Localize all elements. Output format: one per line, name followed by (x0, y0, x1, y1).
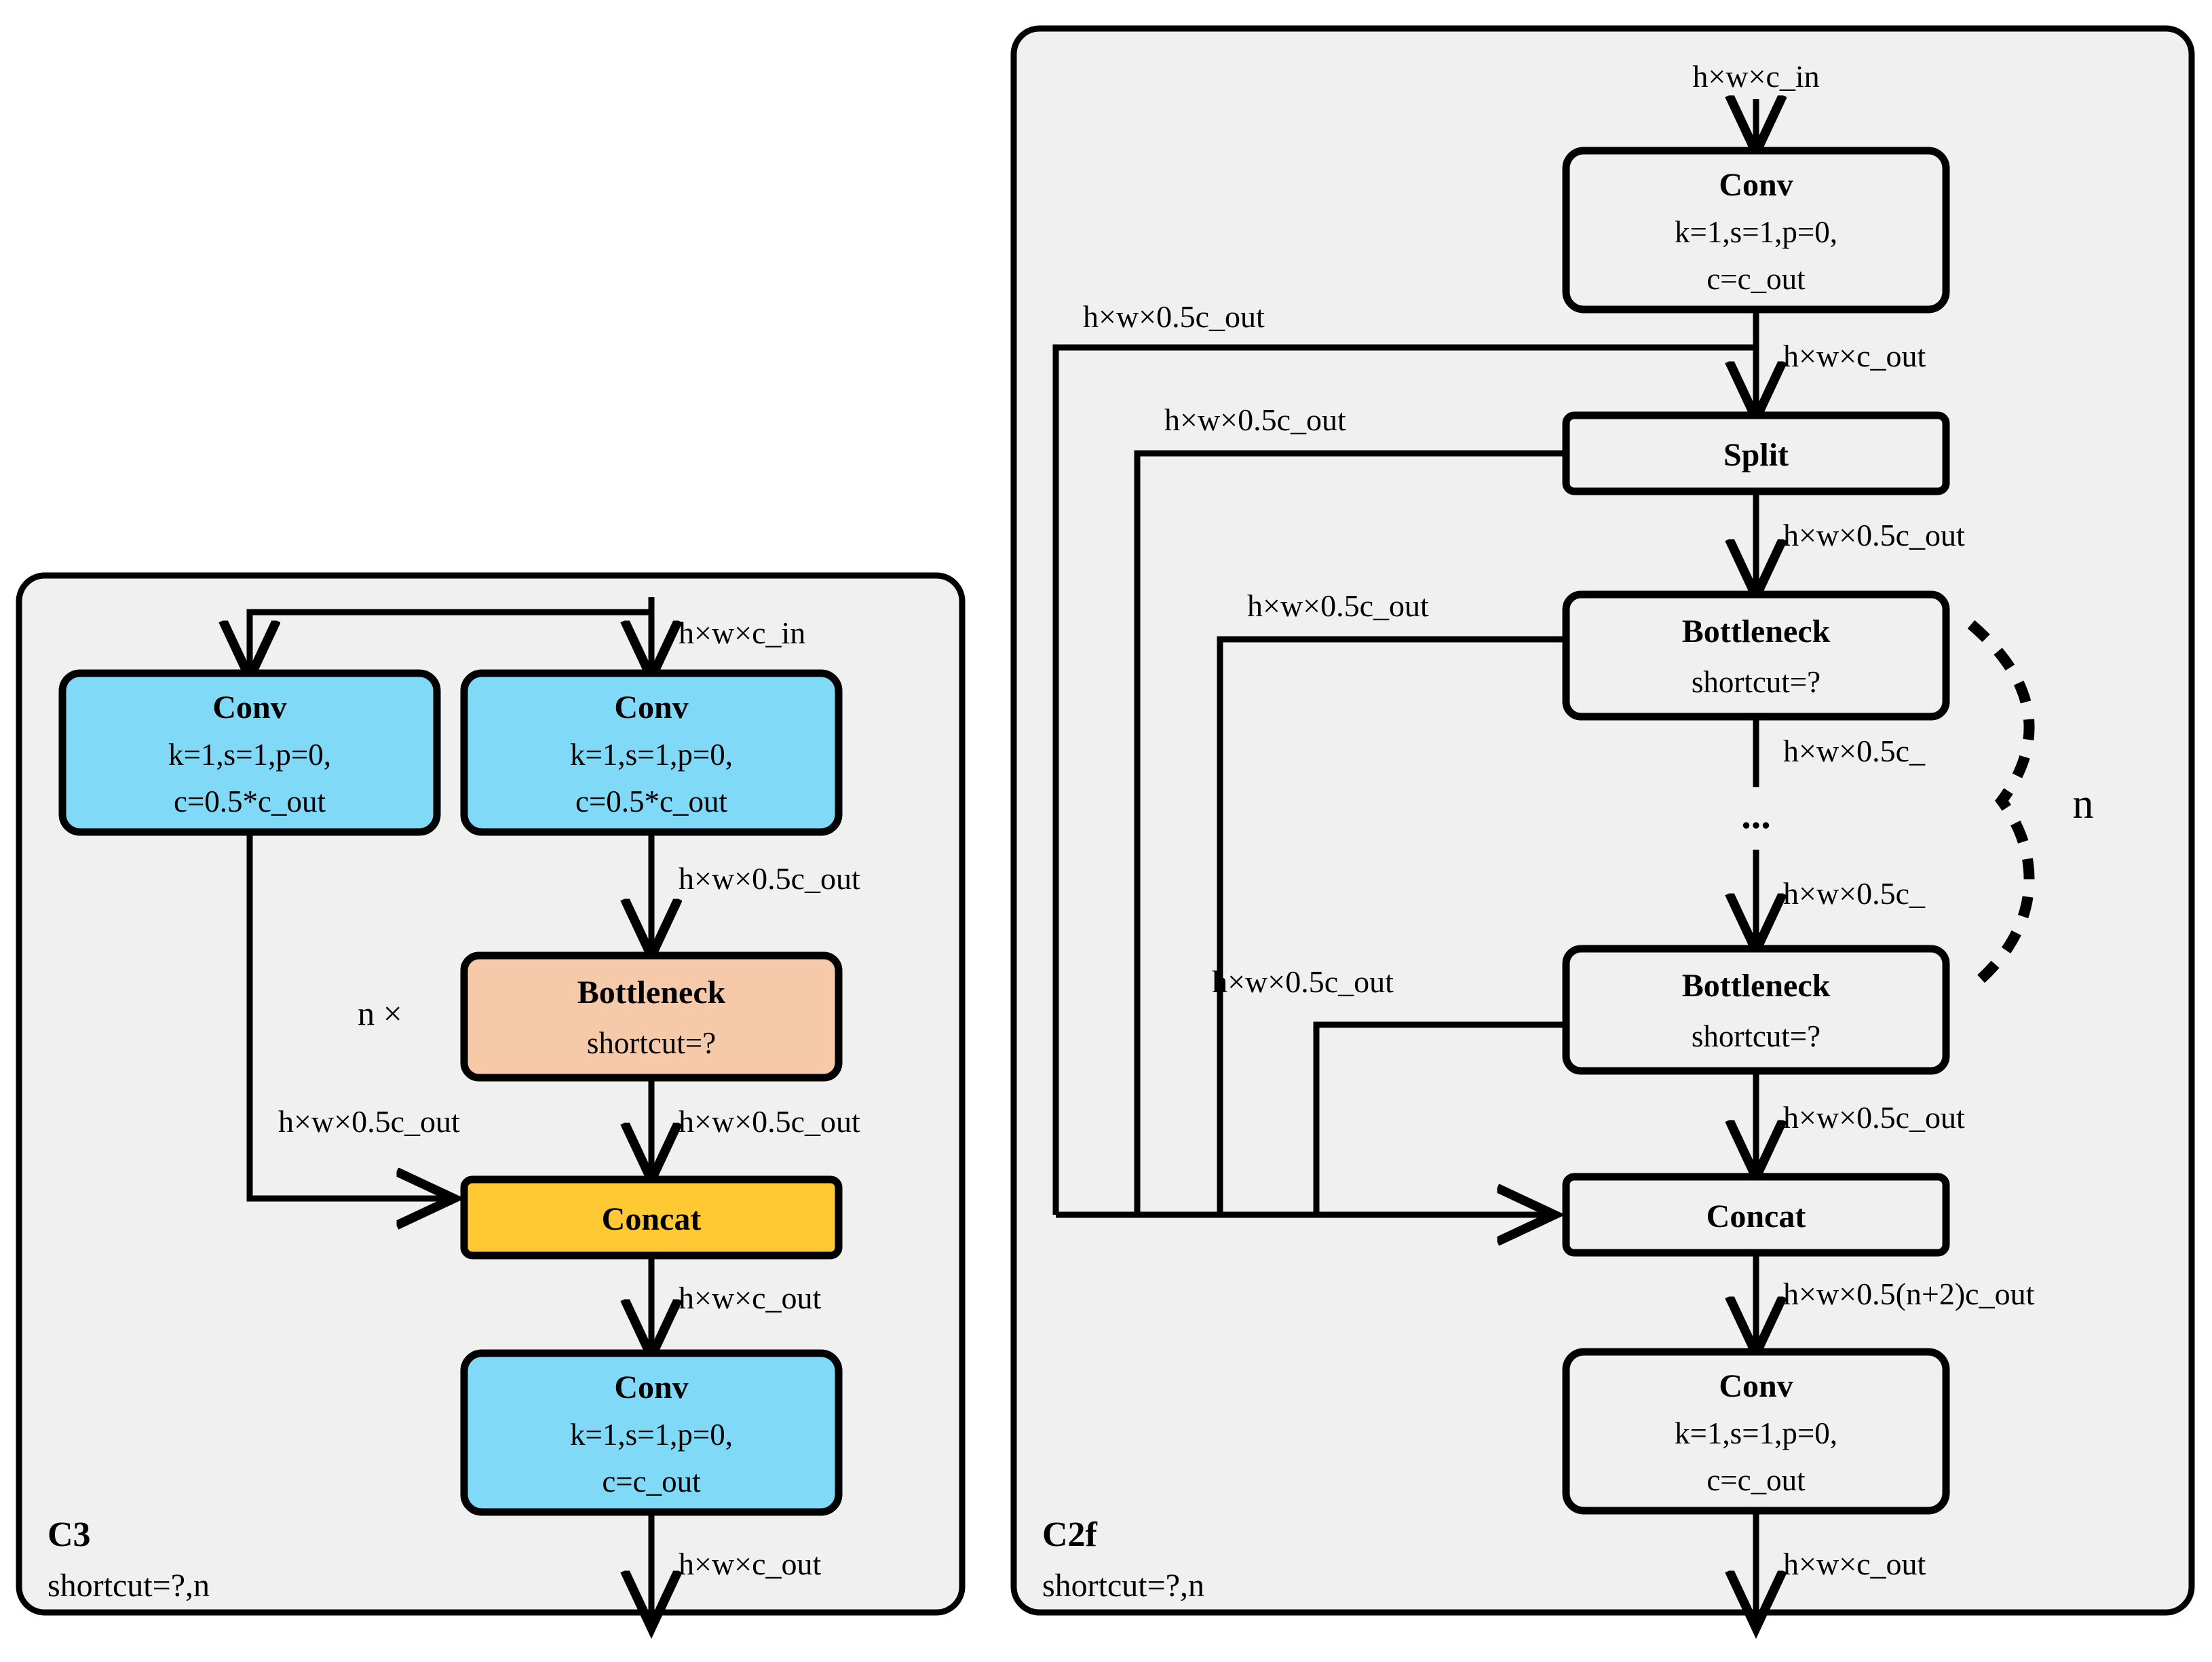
c3-edge-label-skip: h×w×0.5c_out (278, 1104, 460, 1139)
c2f-skip-rail-4 (1313, 1021, 1566, 1215)
node-c3-concat: Concat (460, 1175, 843, 1260)
node-c2f-conv-in: Conv k=1,s=1,p=0, c=c_out (1562, 147, 1950, 314)
node-c3-conv-right: Conv k=1,s=1,p=0, c=0.5*c_out (460, 669, 843, 836)
node-c2f-conv-in-line-1: k=1,s=1,p=0, (1675, 215, 1837, 249)
c2f-edge-label-conv-out: h×w×c_out (1783, 339, 1926, 373)
c2f-edge-label-skip-1: h×w×0.5c_out (1083, 299, 1265, 334)
c2f-edge-label-input: h×w×c_in (1692, 59, 1819, 94)
c3-edge-label-conv-bottleneck: h×w×0.5c_out (679, 861, 860, 896)
c2f-edge-label-mid-1: h×w×0.5c_ (1783, 734, 1926, 768)
node-c2f-concat-title: Concat (1706, 1198, 1806, 1234)
node-c3-conv-out-line-2: c=c_out (602, 1465, 701, 1498)
panel-c2f-name: C2f (1042, 1515, 1098, 1554)
node-c3-conv-left-line-1: k=1,s=1,p=0, (168, 738, 331, 772)
c2f-skip-rail-3 (1217, 636, 1566, 1215)
c2f-skip-rail-2 (1134, 450, 1566, 1215)
c2f-edge-label-skip-3: h×w×0.5c_out (1247, 588, 1429, 623)
c3-edge-label-output: h×w×c_out (679, 1547, 822, 1581)
node-c2f-conv-out-line-1: k=1,s=1,p=0, (1675, 1416, 1837, 1450)
c3-edge-label-bottleneck-concat: h×w×0.5c_out (679, 1104, 860, 1139)
node-c3-conv-left: Conv k=1,s=1,p=0, c=0.5*c_out (58, 669, 441, 836)
node-c3-conv-right-title: Conv (614, 690, 688, 725)
node-c3-conv-out: Conv k=1,s=1,p=0, c=c_out (460, 1349, 843, 1516)
c3-repeat-label: n × (358, 994, 402, 1032)
node-c2f-bottleneck-1: Bottleneck shortcut=? (1562, 590, 1950, 721)
panel-c3: h×w×c_in Conv k=1,s=1,p=0, c=0.5*c_out C… (16, 572, 966, 1622)
node-c2f-bottleneck-n-title: Bottleneck (1682, 968, 1831, 1004)
panel-c2f: h×w×c_in Conv k=1,s=1,p=0, c=c_out h×w×c… (1010, 25, 2195, 1622)
node-c3-concat-title: Concat (602, 1201, 702, 1237)
node-c2f-conv-out-title: Conv (1719, 1368, 1793, 1404)
node-c3-conv-out-title: Conv (614, 1370, 688, 1405)
node-c2f-concat: Concat (1562, 1173, 1950, 1257)
c3-input-edges (250, 597, 651, 672)
c2f-edge-label-bottleneckn-out: h×w×0.5c_out (1783, 1100, 1965, 1135)
node-c2f-split-title: Split (1723, 437, 1789, 473)
c2f-repeat-brace (1967, 620, 2035, 992)
c2f-ellipsis: ... (1741, 793, 1771, 837)
node-c2f-conv-out: Conv k=1,s=1,p=0, c=c_out (1562, 1348, 1950, 1515)
c2f-skip-rail-1 (1052, 344, 1756, 1215)
node-c3-bottleneck-line-1: shortcut=? (587, 1026, 716, 1060)
c2f-edge-label-split-out: h×w×0.5c_out (1783, 518, 1965, 552)
node-c3-bottleneck-title: Bottleneck (577, 975, 726, 1011)
node-c2f-conv-in-title: Conv (1719, 167, 1793, 203)
node-c3-bottleneck: Bottleneck shortcut=? (460, 951, 843, 1082)
c2f-edge-label-skip-2: h×w×0.5c_out (1164, 402, 1346, 437)
node-c3-conv-left-title: Conv (212, 690, 286, 725)
panel-c2f-subtitle: shortcut=?,n (1042, 1568, 1204, 1604)
panel-c3-subtitle: shortcut=?,n (47, 1568, 210, 1604)
node-c2f-bottleneck-n: Bottleneck shortcut=? (1562, 945, 1950, 1075)
node-c3-conv-right-line-2: c=0.5*c_out (575, 785, 728, 818)
c2f-edge-label-skip-4: h×w×0.5c_out (1212, 964, 1394, 999)
node-c2f-conv-in-line-2: c=c_out (1706, 262, 1806, 296)
node-c2f-bottleneck-1-title: Bottleneck (1682, 613, 1831, 649)
panel-c3-name: C3 (47, 1515, 91, 1554)
c2f-edge-label-concat-out: h×w×0.5(n+2)c_out (1783, 1277, 2035, 1311)
node-c2f-bottleneck-n-line-1: shortcut=? (1692, 1019, 1820, 1053)
node-c3-conv-left-line-2: c=0.5*c_out (174, 785, 326, 818)
c2f-repeat-brace-label: n (2073, 781, 2094, 827)
node-c3-conv-out-line-1: k=1,s=1,p=0, (570, 1418, 733, 1452)
c3-skip-edge (246, 832, 448, 1198)
c2f-edge-label-mid-2: h×w×0.5c_ (1783, 876, 1926, 911)
c2f-edge-label-output: h×w×c_out (1783, 1547, 1926, 1581)
node-c3-conv-right-line-1: k=1,s=1,p=0, (570, 738, 733, 772)
c3-edge-label-concat-conv: h×w×c_out (679, 1281, 822, 1315)
node-c2f-split: Split (1562, 411, 1950, 495)
node-c2f-conv-out-line-2: c=c_out (1706, 1463, 1806, 1497)
node-c2f-bottleneck-1-line-1: shortcut=? (1692, 665, 1820, 699)
c3-edge-label-input: h×w×c_in (679, 616, 805, 650)
